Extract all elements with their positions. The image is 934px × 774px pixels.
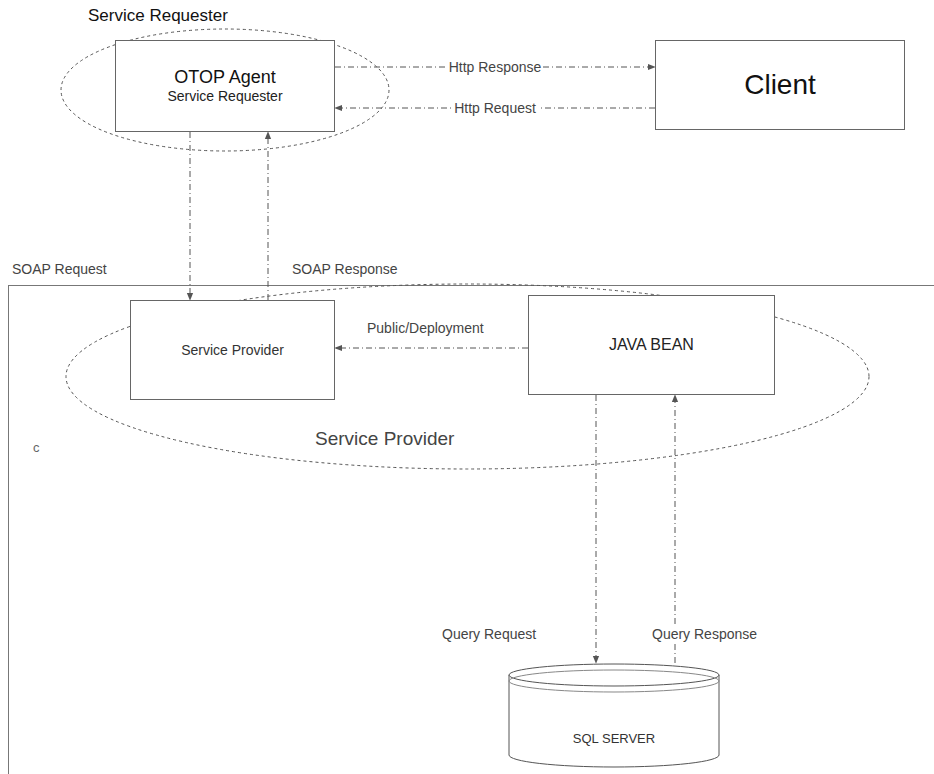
edge-label: SOAP Response xyxy=(290,261,400,278)
node-heading: Client xyxy=(744,68,816,102)
provider-ellipse: Service ProviderService ProviderJAVA BEA… xyxy=(65,283,870,470)
node-heading: Service Provider xyxy=(181,342,284,359)
edge-label: Public/Deployment xyxy=(365,320,486,337)
connector-arrow xyxy=(675,395,676,663)
connector-arrow xyxy=(268,132,269,300)
node-heading: OTOP Agent xyxy=(174,67,275,89)
region-outline xyxy=(9,286,934,774)
javabean-box: JAVA BEAN xyxy=(528,295,775,395)
connector-arrow xyxy=(596,395,597,663)
stray-label: c xyxy=(33,440,40,455)
edge-label: Query Response xyxy=(650,626,759,643)
node-subtitle: Service Requester xyxy=(167,88,282,105)
client-box: Client xyxy=(655,40,905,130)
requester-ellipse: Service RequesterOTOP AgentService Reque… xyxy=(60,6,390,152)
edge-label: SOAP Request xyxy=(10,261,109,278)
edge-label: Query Request xyxy=(440,626,538,643)
agent-box: OTOP AgentService Requester xyxy=(115,40,335,132)
connector-arrow xyxy=(190,132,191,300)
database-cylinder: SQL SERVER xyxy=(508,663,720,767)
provider-box: Service Provider xyxy=(130,300,335,400)
node-heading: Service Requester xyxy=(88,6,228,26)
edge-label: Http Request xyxy=(452,100,538,117)
node-heading: JAVA BEAN xyxy=(609,335,694,354)
node-heading: SQL SERVER xyxy=(508,731,720,747)
connector-arrow xyxy=(335,348,528,349)
edge-label: Http Response xyxy=(447,59,544,76)
cylinder-outline xyxy=(508,663,720,767)
node-heading: Service Provider xyxy=(315,428,454,451)
